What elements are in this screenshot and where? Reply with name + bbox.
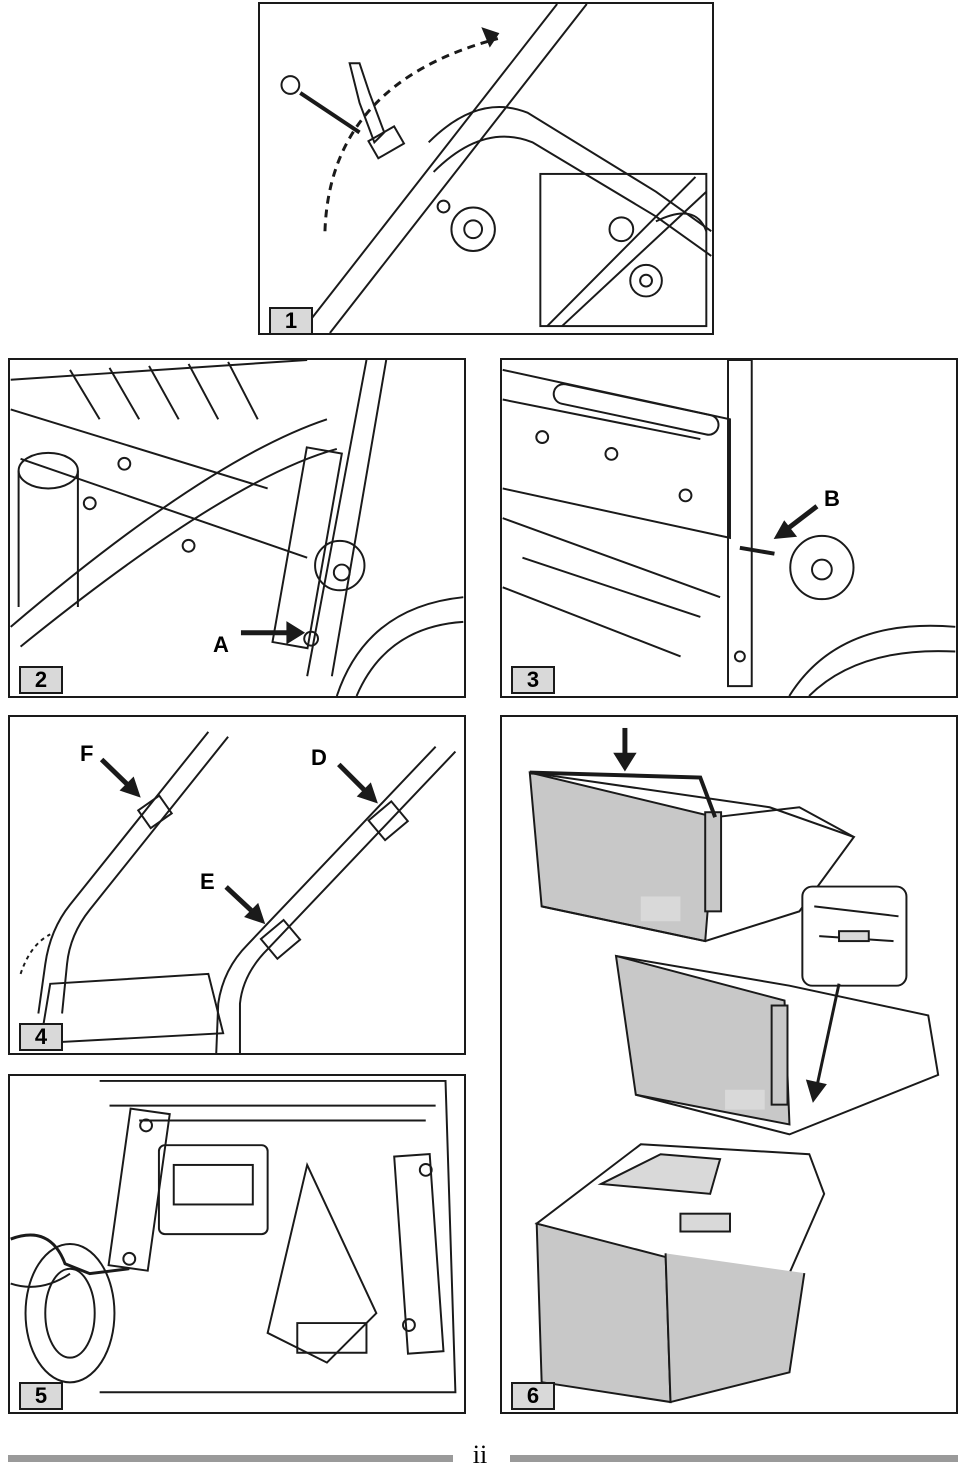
callout-label-e: E: [200, 869, 215, 894]
figure-number-badge: 3: [511, 666, 555, 694]
figure-4-panel: F D E 4: [8, 715, 466, 1055]
footer-rule-left: [8, 1455, 453, 1462]
page-number: ii: [472, 1440, 488, 1469]
callout-label-f: F: [80, 741, 94, 766]
figure-5-illustration: [10, 1079, 457, 1394]
figure-3-panel: B 3: [500, 358, 958, 698]
figure-4-illustration: [19, 731, 457, 1053]
figure-2-panel: A 2: [8, 358, 466, 698]
callout-label-a: A: [213, 632, 229, 657]
figure-6-illustration: [528, 727, 940, 1404]
figure-number-badge: 4: [19, 1023, 63, 1051]
figure-number-badge: 2: [19, 666, 63, 694]
figure-number-badge: 5: [19, 1382, 63, 1410]
figure-number-badge: 1: [269, 307, 313, 333]
footer-rule-right: [510, 1455, 958, 1462]
figure-1-panel: 1: [258, 2, 714, 335]
figure-1-illustration: [280, 4, 712, 333]
callout-label-d: D: [311, 745, 327, 770]
figure-6-panel: 6: [500, 715, 958, 1414]
callout-label-b: B: [824, 486, 840, 511]
figure-2-illustration: [10, 360, 464, 696]
figure-3-illustration: [502, 360, 956, 696]
figure-number-badge: 6: [511, 1382, 555, 1410]
figure-5-panel: 5: [8, 1074, 466, 1414]
